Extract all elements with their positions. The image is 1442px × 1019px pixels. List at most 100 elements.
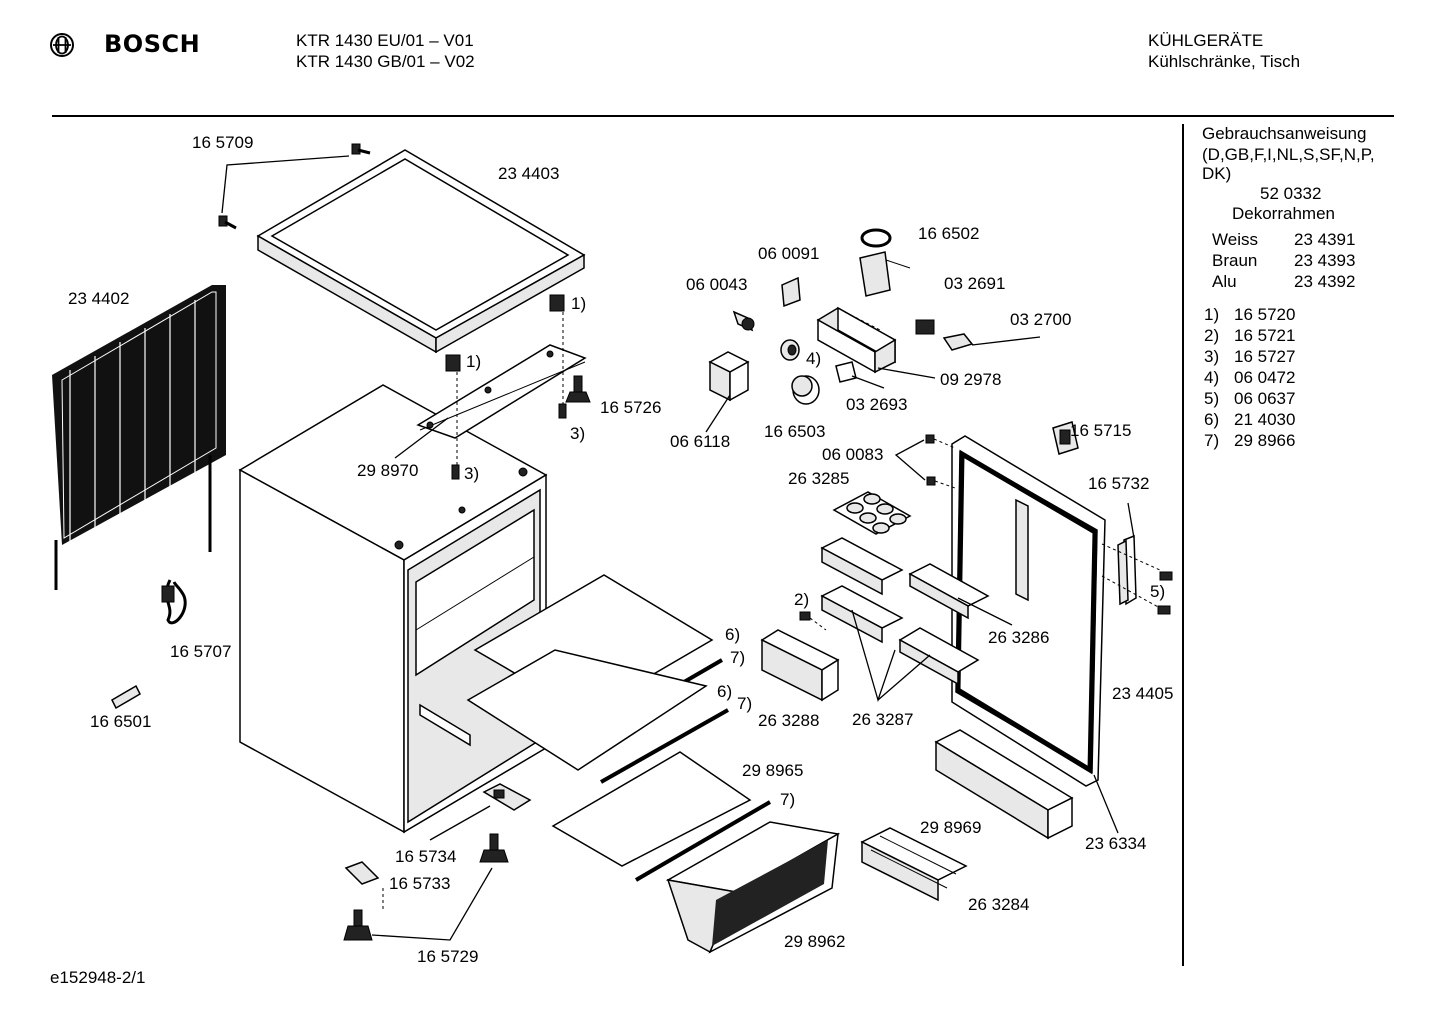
label-263288: 26 3288 — [758, 711, 820, 730]
label-234405: 23 4405 — [1112, 684, 1174, 703]
manual-number: 52 0332 — [1260, 184, 1322, 203]
label-fn2: 2) — [794, 590, 810, 609]
label-234402: 23 4402 — [68, 289, 130, 308]
footnote-key: 1) — [1204, 305, 1220, 324]
footnote-number: 06 0637 — [1234, 389, 1296, 408]
screw-2 — [799, 611, 811, 621]
screw-top — [351, 143, 371, 155]
thermostat-capillary-part — [161, 579, 187, 625]
label-165733: 16 5733 — [389, 874, 451, 893]
door-bracket-165732 — [1117, 534, 1137, 606]
label-fn3-left: 3) — [464, 464, 480, 483]
door-shelf-b — [820, 585, 904, 644]
label-fn7-bottom: 7) — [780, 790, 796, 809]
footnote-row: 2)16 5721 — [1204, 326, 1295, 347]
label-165726: 16 5726 — [600, 398, 662, 417]
footnote-row: 5) 06 0637 — [1204, 389, 1295, 410]
cabinet-body-part — [238, 384, 548, 834]
clip-032693 — [835, 361, 857, 383]
subcategory-title: Kühlschränke, Tisch — [1148, 52, 1301, 71]
label-fn7-upper: 7) — [730, 648, 746, 667]
adjustable-foot-a — [479, 833, 509, 863]
shelf-trim-3 — [634, 800, 772, 882]
label-032693: 03 2693 — [846, 395, 908, 414]
crisper-drawer-298962 — [665, 821, 841, 954]
frame-variant-name: Weiss — [1212, 230, 1258, 249]
label-fn6-lower: 6) — [717, 682, 733, 701]
label-166503: 16 6503 — [764, 422, 826, 441]
label-165734: 16 5734 — [395, 847, 457, 866]
clip-165733 — [344, 861, 380, 885]
label-092978: 09 2978 — [940, 370, 1002, 389]
label-166501: 16 6501 — [90, 712, 152, 731]
footnote-number: 21 4030 — [1234, 410, 1296, 429]
brand-name: BOSCH — [104, 30, 201, 58]
footnote-number: 16 5727 — [1234, 347, 1296, 366]
manual-languages-1: (D,GB,F,I,NL,S,SF,N,P, — [1202, 145, 1375, 164]
footnote-key: 4) — [1204, 368, 1220, 387]
label-066118: 06 6118 — [670, 432, 731, 451]
shelf-trim-2 — [600, 708, 729, 784]
bottle-shelf-236334 — [934, 729, 1074, 840]
footnote-key: 6) — [1204, 410, 1220, 429]
frame-variant-row: Weiss 23 4391 — [1212, 230, 1355, 251]
drain-tube-part — [111, 684, 141, 710]
label-236334: 23 6334 — [1085, 834, 1147, 853]
thermostat-coil-166502 — [860, 228, 892, 248]
adjustable-foot-b — [343, 909, 373, 941]
door-shelf-a — [820, 537, 904, 596]
clip-right — [549, 294, 565, 312]
glass-shelf-3 — [551, 751, 752, 867]
label-165709: 16 5709 — [192, 133, 254, 152]
knob-166503 — [791, 375, 820, 405]
clip-left — [445, 354, 461, 372]
label-fn7-lower: 7) — [737, 694, 753, 713]
label-298970: 29 8970 — [357, 461, 419, 480]
screw-5b — [1157, 605, 1171, 615]
door-part — [951, 435, 1106, 787]
switch-032691 — [915, 319, 935, 335]
label-fn1-left: 1) — [466, 352, 482, 371]
knob-4 — [780, 339, 800, 361]
label-165729: 16 5729 — [417, 947, 479, 966]
footnote-row: 7)29 8966 — [1204, 431, 1295, 452]
mounting-rail-part — [416, 344, 587, 439]
manual-languages-2: DK) — [1202, 164, 1232, 183]
screw-060083b — [926, 476, 936, 486]
footnote-row: 3) 16 5727 — [1204, 347, 1295, 368]
bosch-logo-icon — [49, 32, 75, 63]
egg-tray-263285 — [832, 491, 912, 535]
top-cover-part — [256, 149, 586, 354]
label-060043: 06 0043 — [686, 275, 748, 294]
label-263287: 26 3287 — [852, 710, 914, 729]
screw-left — [218, 215, 237, 230]
door-shelf-c — [908, 563, 990, 620]
frame-variant-name: Braun — [1212, 251, 1258, 270]
label-166502: 16 6502 — [918, 224, 980, 243]
screw-3b — [558, 403, 567, 419]
door-shelf-d — [898, 627, 980, 686]
frame-variant-number: 23 4391 — [1294, 230, 1356, 249]
screw-5a — [1159, 571, 1173, 581]
adjuster-foot-165726 — [565, 375, 591, 403]
hinge-bracket-165734 — [482, 783, 532, 811]
footnote-number: 06 0472 — [1234, 368, 1296, 387]
frame-title: Dekorrahmen — [1232, 204, 1335, 223]
label-032691: 03 2691 — [944, 274, 1006, 293]
frame-variant-name: Alu — [1212, 272, 1237, 291]
label-fn5: 5) — [1150, 582, 1166, 601]
label-234403: 23 4403 — [498, 164, 560, 183]
footnote-key: 3) — [1204, 347, 1220, 366]
model-line-1: KTR 1430 EU/01 – V01 — [296, 31, 474, 50]
label-298962: 29 8962 — [784, 932, 846, 951]
label-165715: 16 5715 — [1070, 421, 1132, 440]
label-263285: 26 3285 — [788, 469, 850, 488]
lamp-holder-060091 — [781, 276, 801, 308]
document-id: e152948-2/1 — [50, 968, 146, 987]
category-title: KÜHLGERÄTE — [1148, 31, 1264, 50]
footnote-key: 5) — [1204, 389, 1220, 408]
footnote-number: 16 5720 — [1234, 305, 1296, 324]
footnote-key: 2) — [1204, 326, 1220, 345]
label-263284: 26 3284 — [968, 895, 1030, 914]
